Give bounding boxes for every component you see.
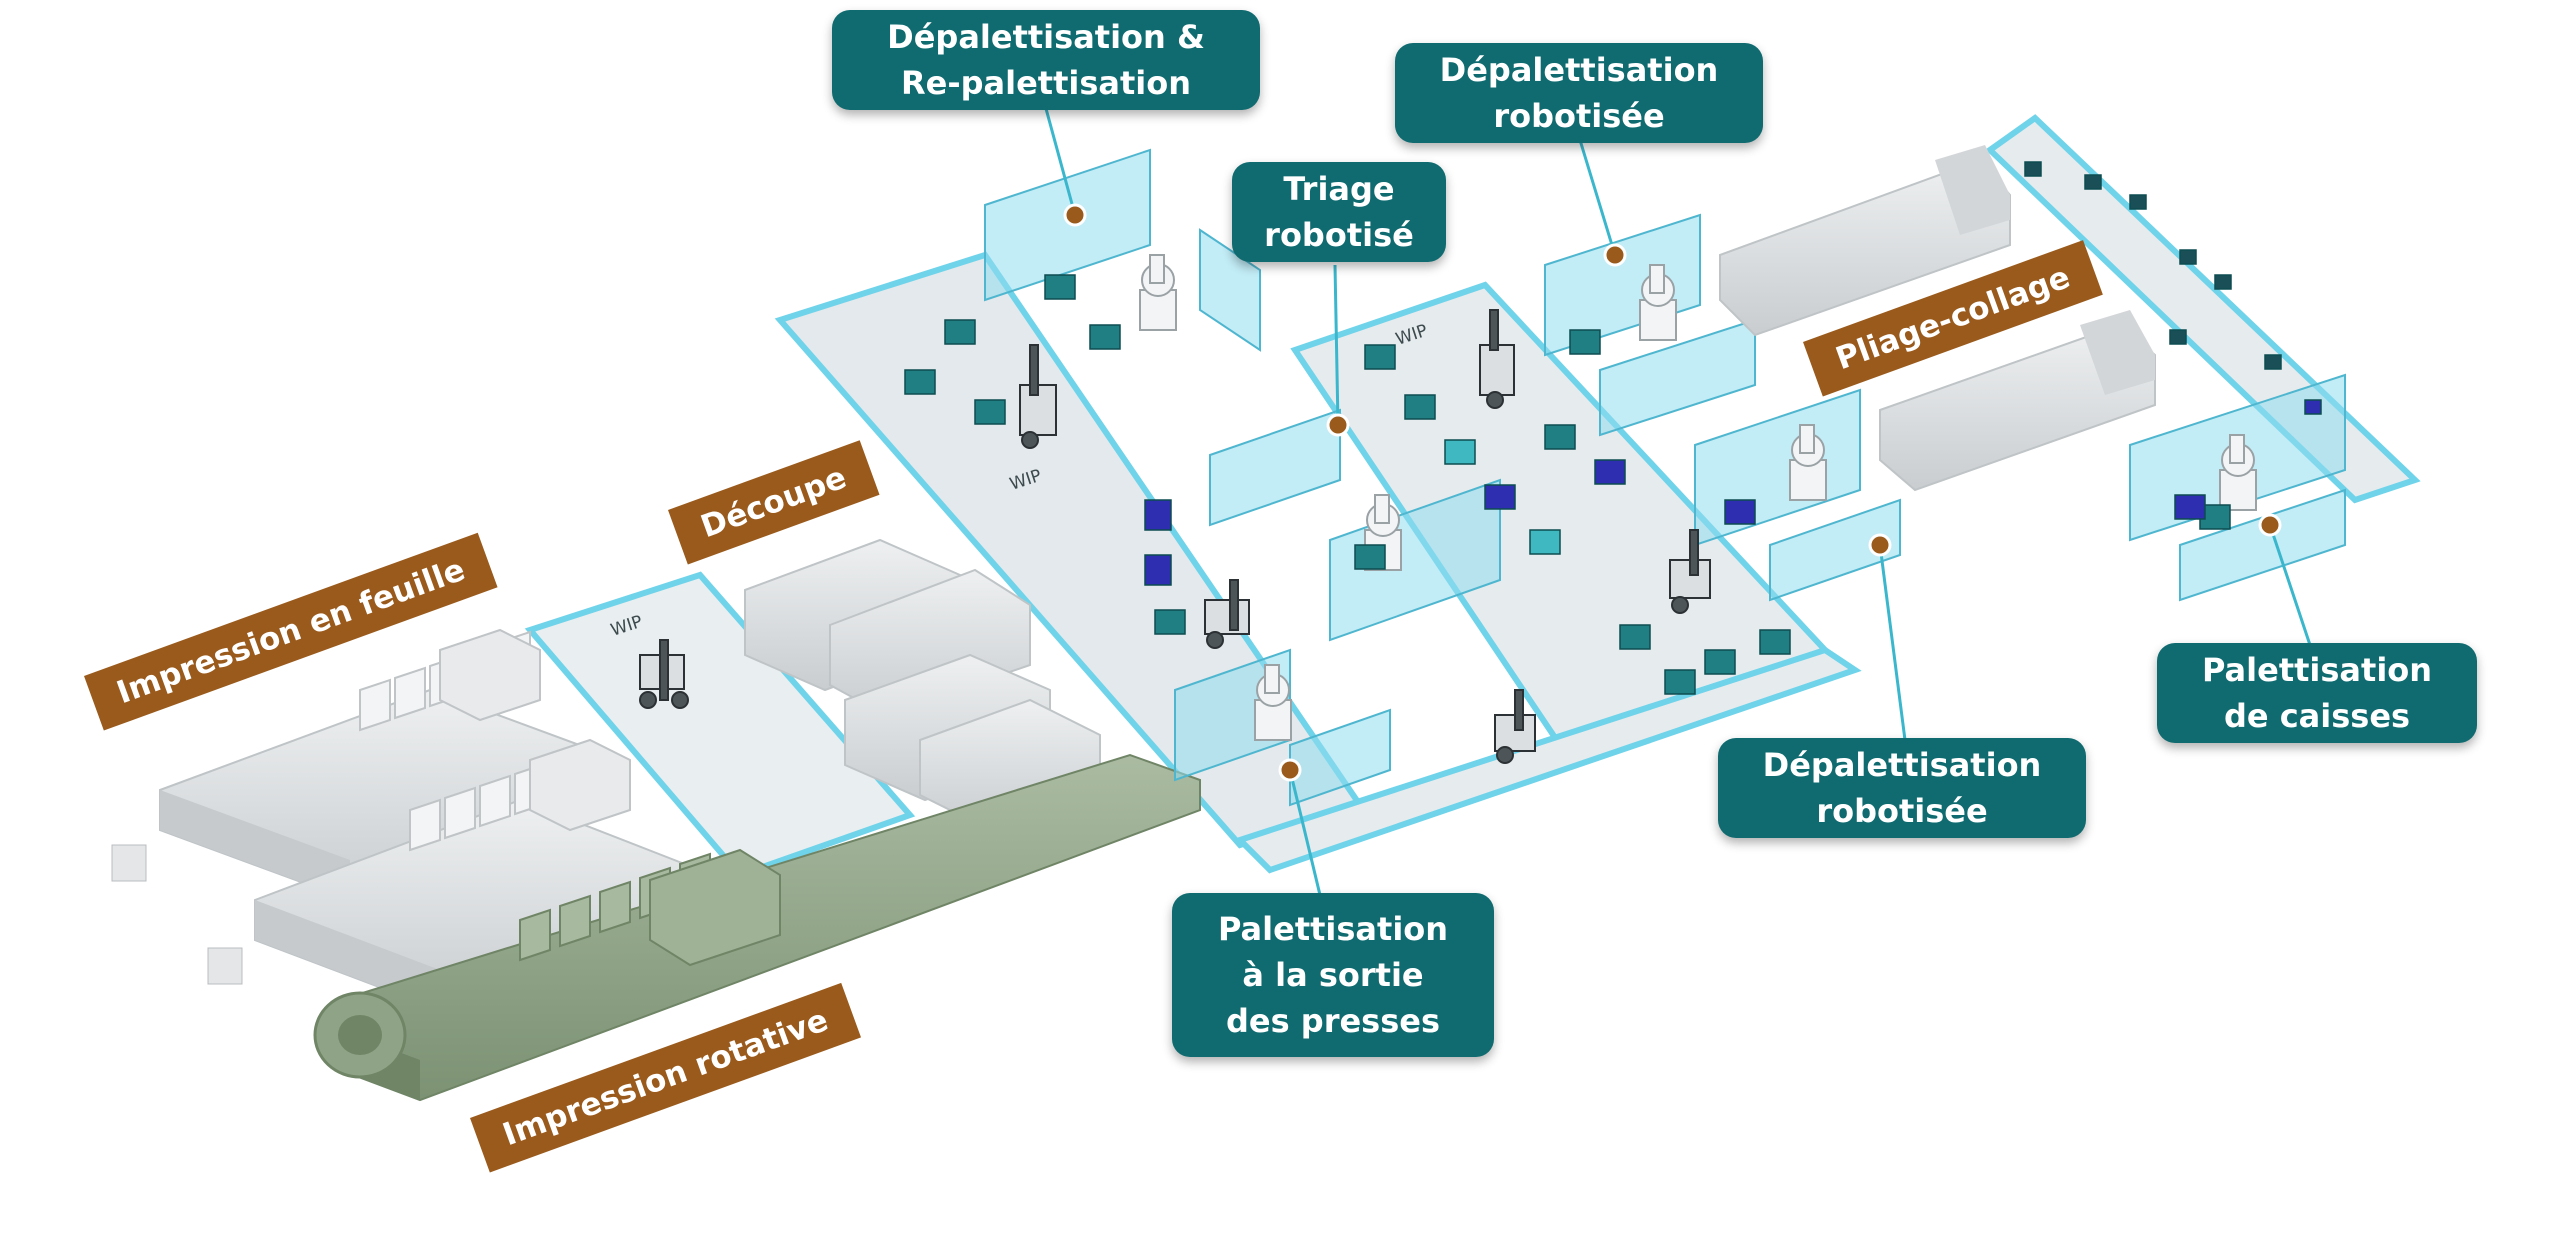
pallet-box	[111, 844, 147, 882]
label-palettisation-sortie-presses: Palettisation à la sortie des presses	[1172, 893, 1494, 1057]
forklift	[1669, 529, 1711, 614]
sheet-printing-machines	[111, 628, 701, 1012]
forklift	[1019, 344, 1057, 449]
forklift	[1494, 689, 1536, 764]
zone-lower-aisle	[1234, 646, 1862, 874]
label-palettisation-caisses: Palettisation de caisses	[2157, 643, 2477, 743]
label-triage-robotise: Triage robotisé	[1232, 162, 1446, 262]
forklifts	[639, 309, 1711, 764]
label-depalettisation-robotisee-bottom: Dépalettisation robotisée	[1718, 738, 2086, 838]
robot-arm	[1254, 664, 1292, 741]
cutting-machines	[744, 538, 1101, 832]
robot-arm	[1789, 424, 1827, 501]
robot-arm	[2219, 434, 2257, 511]
callout-dots	[1063, 203, 2282, 782]
forklift	[639, 639, 689, 709]
forklift	[1204, 579, 1250, 649]
pallets	[904, 161, 2322, 695]
folder-gluer-machines	[1719, 145, 2156, 492]
rotary-printing-machine	[313, 753, 1201, 1102]
callout-lines	[1043, 104, 2312, 896]
robot-arms	[1139, 254, 2257, 741]
zone-wip-left	[524, 571, 916, 879]
robot-arm	[1639, 264, 1677, 341]
robot-arm	[1139, 254, 1177, 331]
forklift	[1479, 309, 1515, 409]
label-depalettisation-robotisee-top: Dépalettisation robotisée	[1395, 43, 1763, 143]
pallet-box	[207, 947, 243, 985]
label-depalettisation-repalettisation: Dépalettisation & Re-palettisation	[832, 10, 1260, 110]
